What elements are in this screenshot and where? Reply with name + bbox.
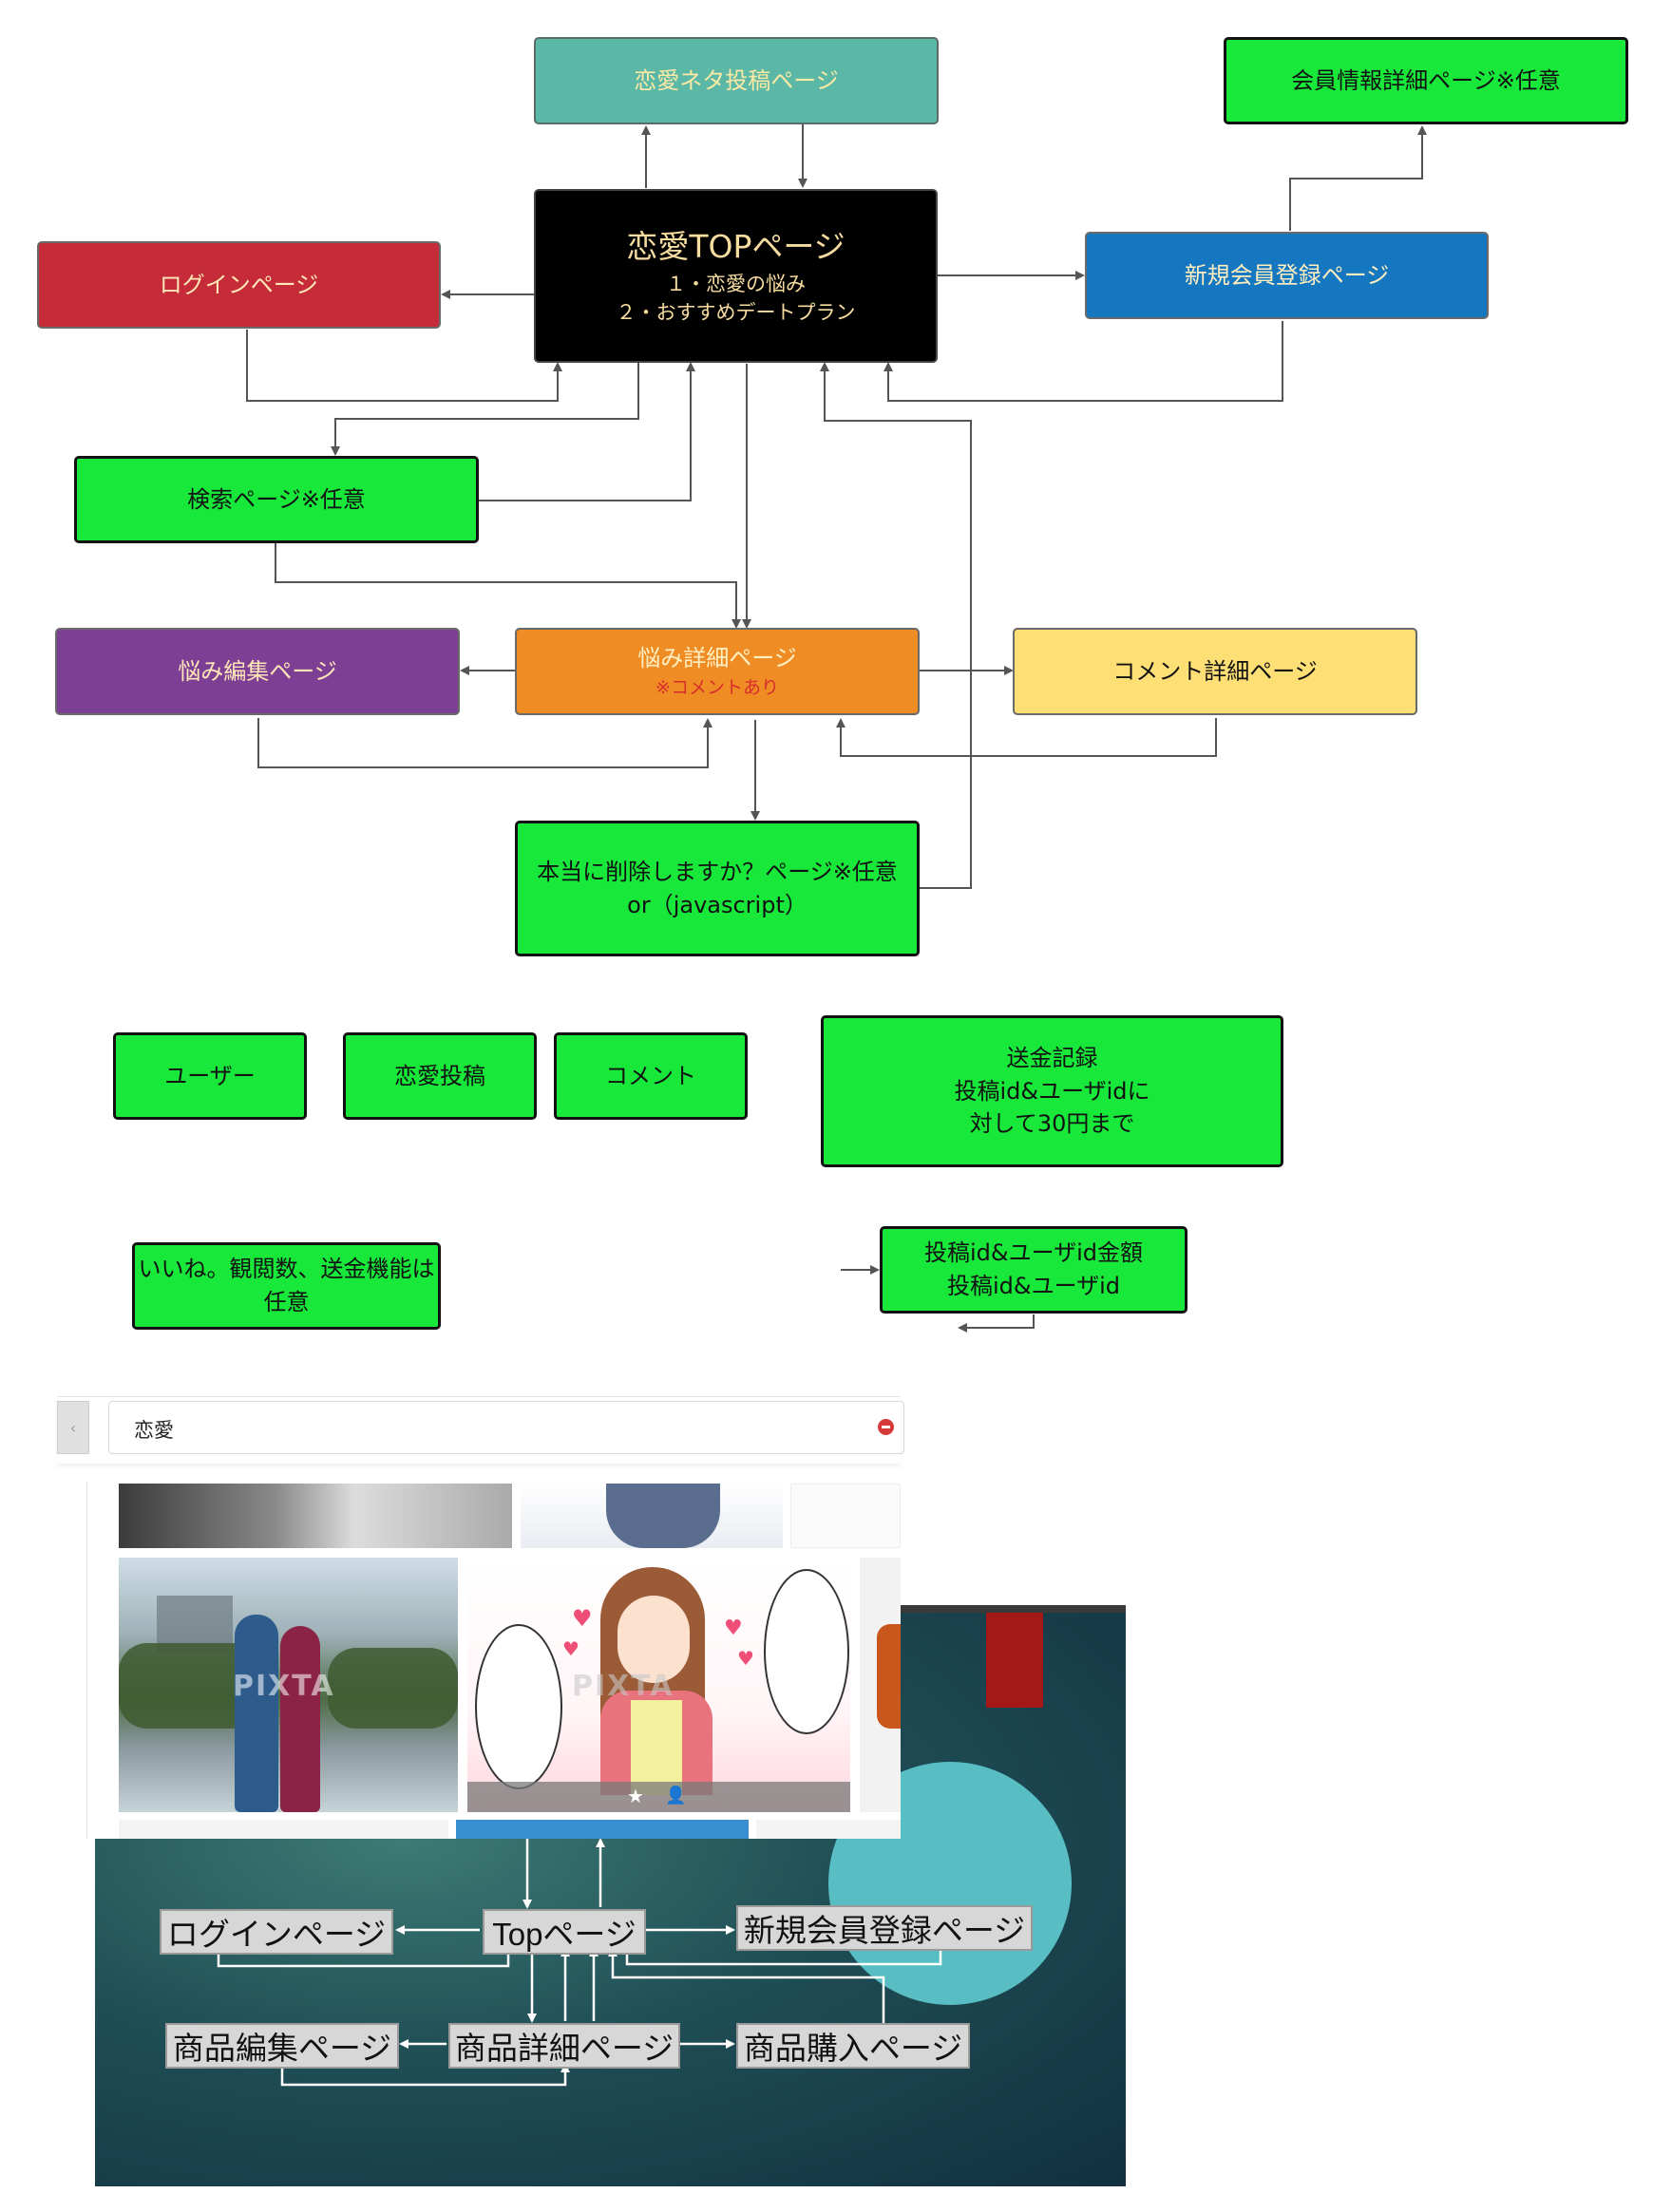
- signup-page-label: 新規会員登録ページ: [1184, 261, 1390, 289]
- result-tile-partial[interactable]: [860, 1558, 901, 1812]
- result-tile-row3-a[interactable]: [119, 1820, 448, 1839]
- optional-features-note: いいね。観閲数、送金機能は 任意: [132, 1242, 441, 1330]
- posts-table-label: 恋愛投稿: [394, 1062, 485, 1089]
- comment-detail-node: コメント詳細ページ: [1013, 628, 1417, 715]
- delete-confirm-node: 本当に削除しますか？ページ※任意 or（javascript）: [515, 821, 920, 956]
- heart-icon: ♥: [562, 1637, 580, 1660]
- delete-confirm-line2: or（javascript）: [627, 891, 808, 918]
- partial-tile-figure: [877, 1624, 901, 1729]
- girl-shirt: [631, 1700, 682, 1795]
- post-page-label: 恋愛ネタ投稿ページ: [634, 66, 839, 94]
- heart-icon: ♥: [737, 1647, 754, 1670]
- speech-bubble-left: [475, 1624, 562, 1789]
- slide-item-purchase-label: 商品購入ページ: [736, 2023, 970, 2069]
- users-table-node: ユーザー: [113, 1032, 307, 1120]
- top-page-title: 恋愛TOPページ: [626, 228, 846, 266]
- login-page-label: ログインページ: [159, 271, 319, 298]
- tile-watermark-1: PIXTA: [233, 1670, 335, 1703]
- favorite-star-icon[interactable]: ★: [627, 1785, 644, 1807]
- search-header: ‹ 恋愛: [57, 1396, 904, 1464]
- comments-table-label: コメント: [605, 1062, 696, 1089]
- users-table-label: ユーザー: [164, 1062, 256, 1089]
- slide-item-detail-label: 商品詳細ページ: [448, 2023, 680, 2069]
- tile-action-bar: ★ 👤: [467, 1782, 850, 1812]
- tile-man-figure: [235, 1615, 278, 1812]
- result-tile-row3-c[interactable]: [756, 1820, 901, 1839]
- clear-search-icon[interactable]: [878, 1419, 894, 1435]
- search-page-node: 検索ページ※任意: [74, 456, 479, 543]
- worry-detail-node: 悩み詳細ページ ※コメントあり: [515, 628, 920, 715]
- remittance-line1: 送金記録: [1006, 1044, 1098, 1071]
- ids-note-line1: 投稿id&ユーザid金額: [923, 1239, 1144, 1267]
- posts-table-node: 恋愛投稿: [343, 1032, 537, 1120]
- remittance-line2: 投稿id&ユーザidに: [954, 1077, 1150, 1105]
- worry-edit-node: 悩み編集ページ: [55, 628, 460, 715]
- slide-top-strip: [898, 1605, 1126, 1613]
- ids-note: 投稿id&ユーザid金額 投稿id&ユーザid: [880, 1226, 1188, 1314]
- comment-detail-label: コメント詳細ページ: [1112, 657, 1318, 685]
- comments-table-node: コメント: [554, 1032, 748, 1120]
- heart-icon: ♥: [724, 1616, 743, 1640]
- member-detail-node: 会員情報詳細ページ※任意: [1224, 37, 1628, 124]
- worry-edit-label: 悩み編集ページ: [178, 657, 337, 685]
- slide-top-label: Topページ: [483, 1909, 646, 1955]
- search-page-label: 検索ページ※任意: [187, 485, 366, 513]
- remittance-table-node: 送金記録 投稿id&ユーザidに 対して30円まで: [821, 1015, 1283, 1167]
- top-page-node: 恋愛TOPページ １・恋愛の悩み ２・おすすめデートプラン: [534, 189, 938, 363]
- worry-detail-note: ※コメントあり: [656, 676, 779, 698]
- slide-signup-label: 新規会員登録ページ: [736, 1905, 1033, 1951]
- ids-note-line2: 投稿id&ユーザid: [946, 1273, 1121, 1299]
- signup-page-node: 新規会員登録ページ: [1085, 232, 1489, 319]
- top-page-line2: ２・おすすめデートプラン: [616, 301, 856, 325]
- tile-trees-right: [328, 1648, 458, 1729]
- back-tab[interactable]: ‹: [57, 1401, 89, 1454]
- slide-login-label: ログインページ: [160, 1909, 393, 1955]
- slide-ribbon: [986, 1613, 1043, 1708]
- post-page-node: 恋愛ネタ投稿ページ: [534, 37, 939, 124]
- search-input[interactable]: 恋愛: [108, 1401, 904, 1454]
- heart-icon: ♥: [572, 1605, 593, 1632]
- remittance-line3: 対して30円まで: [969, 1110, 1135, 1138]
- top-page-line1: １・恋愛の悩み: [666, 272, 806, 295]
- delete-confirm-line1: 本当に削除しますか？ページ※任意: [537, 858, 898, 885]
- login-page-node: ログインページ: [37, 241, 441, 329]
- results-frame-border: [86, 1482, 87, 1839]
- optional-note-line1: いいね。観閲数、送金機能は: [138, 1256, 435, 1283]
- search-query: 恋愛: [134, 1419, 174, 1442]
- tile-2-figure: [606, 1484, 720, 1548]
- add-user-icon[interactable]: 👤: [665, 1786, 687, 1806]
- worry-detail-title: 悩み詳細ページ: [637, 644, 797, 671]
- member-detail-label: 会員情報詳細ページ※任意: [1291, 66, 1561, 94]
- optional-note-line2: 任意: [263, 1289, 310, 1315]
- tile-woman-figure: [280, 1626, 320, 1812]
- result-tile-row3-b[interactable]: [456, 1820, 749, 1839]
- flowchart-connectors: [246, 124, 1427, 1333]
- tile-watermark-2: PIXTA: [572, 1670, 674, 1703]
- slide-connectors: [217, 1838, 942, 2087]
- result-tile-illustration[interactable]: ♥ ♥ ♥ ♥ PIXTA ★ 👤: [467, 1558, 850, 1812]
- slide-item-edit-label: 商品編集ページ: [165, 2023, 399, 2069]
- result-tile-couple[interactable]: PIXTA: [119, 1558, 458, 1812]
- girl-face: [618, 1596, 690, 1683]
- result-tile-1[interactable]: [119, 1484, 512, 1548]
- speech-bubble-right: [764, 1569, 849, 1734]
- result-tile-3[interactable]: [790, 1484, 901, 1548]
- result-tile-2[interactable]: [521, 1484, 783, 1548]
